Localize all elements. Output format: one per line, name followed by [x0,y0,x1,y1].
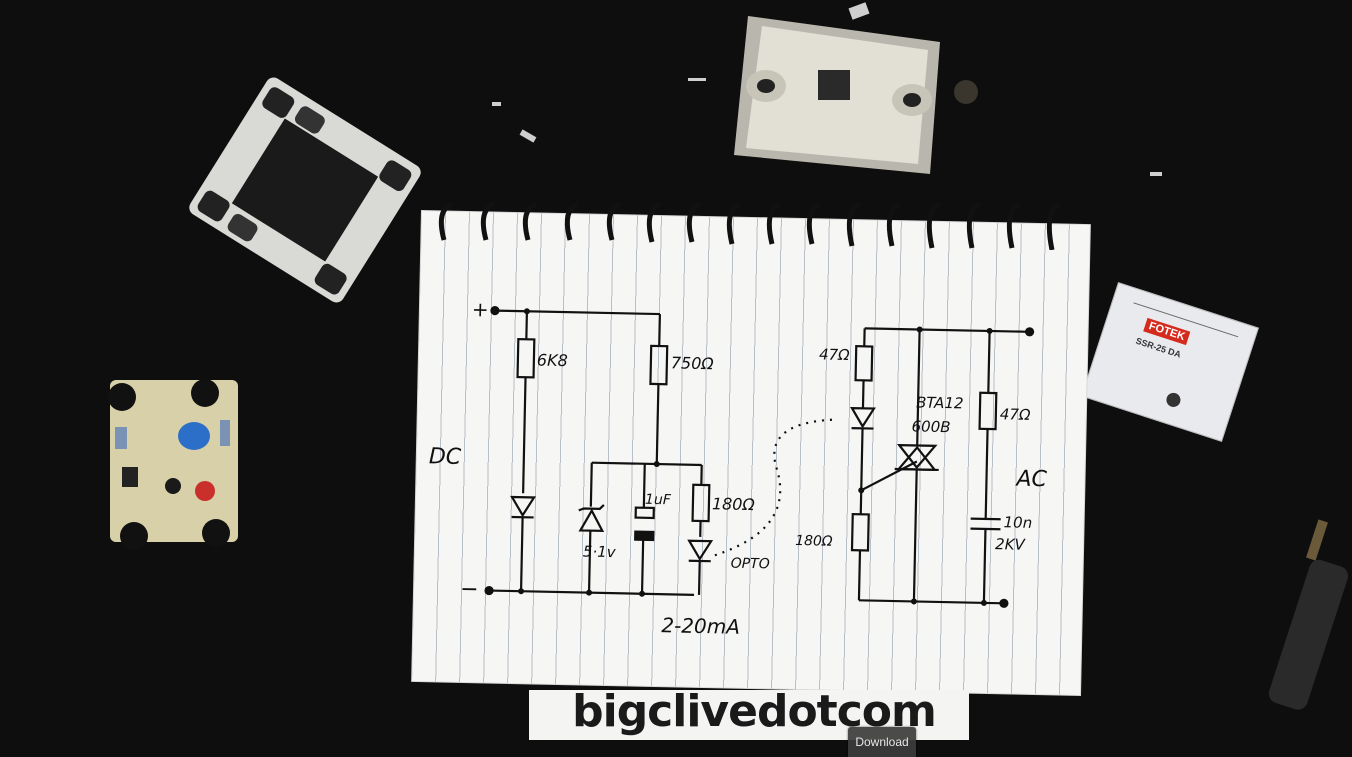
ssr-led-icon [1166,392,1181,407]
debris-specks [492,2,1162,176]
triac-part-label: BTA12 [916,393,964,412]
capacitor-snubber-voltage: 2KV [995,535,1027,554]
dc-label: DC [429,444,462,470]
plus-terminal: + [472,297,489,321]
resistor-6k8-label: 6K8 [537,350,568,370]
capacitor-1uf-label: 1uF [645,492,672,509]
ac-label: AC [1014,467,1048,493]
spiral-binding [438,201,1062,250]
probe-tip [1268,519,1349,710]
resistor-47-ac-label: 47Ω [819,345,850,364]
ssr-housing-frame [189,77,421,303]
ssr-label-graphics [1133,302,1239,407]
minus-terminal: − [460,577,479,602]
resistor-47-snubber-label: 47Ω [1000,405,1031,424]
triac-rating-label: 600B [911,417,950,436]
ssr-metal-base [734,16,978,174]
resistor-180-dc-label: 180Ω [712,494,756,514]
ssr-pcb [108,379,238,550]
notepad: + − DC AC 6K8 750Ω 5·1v 1uF 180Ω OPTO 2-… [412,211,1090,695]
current-range-label: 2-20mA [661,613,740,639]
resistor-180-ac-label: 180Ω [795,533,833,550]
download-button[interactable]: Download [848,727,916,757]
capacitor-snubber-label: 10n [1003,513,1032,532]
zener-label: 5·1v [583,543,617,562]
opto-label: OPTO [731,556,770,573]
resistor-750-label: 750Ω [671,353,715,373]
ssr-module-label: FOTEK SSR-25 DA [1081,282,1259,442]
circuit-schematic: + − DC AC 6K8 750Ω 5·1v 1uF 180Ω OPTO 2-… [429,297,1048,639]
